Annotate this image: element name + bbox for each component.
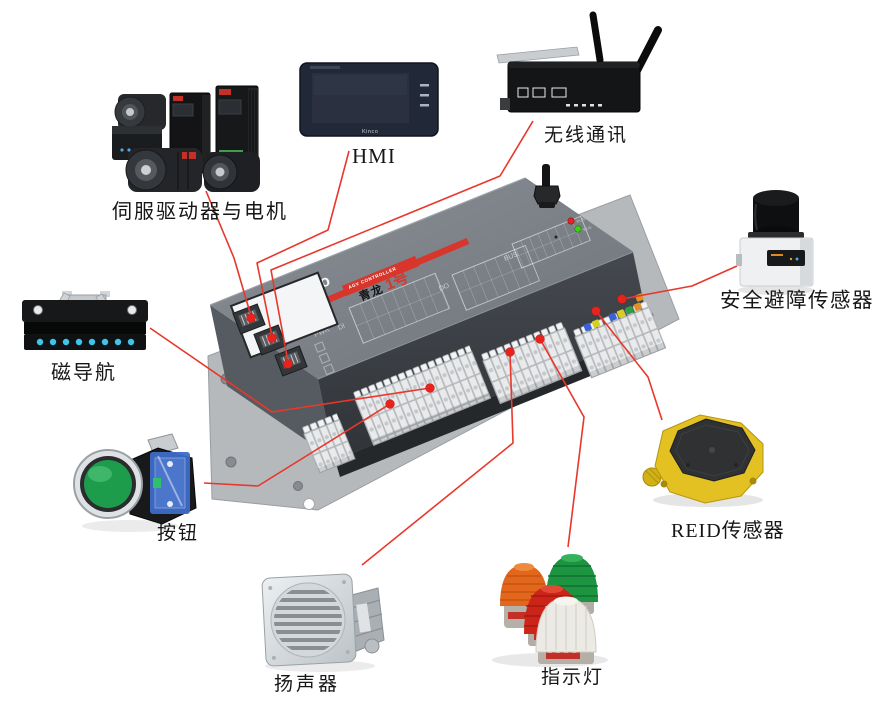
run-led-label: RUN — [576, 216, 586, 224]
line-wireless — [270, 120, 534, 363]
bus-led — [574, 225, 582, 233]
near-edge — [317, 251, 634, 380]
top-edge — [209, 177, 526, 306]
servo-drives-image — [112, 85, 260, 192]
wireless-module-image — [496, 11, 662, 113]
label-lidar: 安全避障传感器 — [720, 289, 874, 312]
do-marking: DO — [438, 282, 451, 293]
base-notch — [303, 498, 315, 510]
label-servo: 伺服驱动器与电机 — [112, 200, 288, 223]
dot-eth2 — [267, 333, 277, 343]
connection-dots — [246, 294, 627, 409]
label-hmi: HMI — [352, 144, 396, 168]
line-magnetic — [149, 327, 431, 413]
line-button — [203, 403, 391, 487]
di-terminal-block — [352, 345, 492, 447]
line-beacon — [539, 338, 585, 548]
di-marking: DI — [337, 323, 346, 332]
line-servo — [205, 190, 252, 317]
label-magnetic: 磁导航 — [51, 361, 117, 384]
push-button-image — [73, 433, 197, 532]
port-label-row — [566, 104, 602, 107]
label-wireless: 无线通讯 — [544, 124, 628, 146]
nav-leds — [36, 338, 135, 346]
mounting-hole — [293, 481, 303, 491]
dot-eth3 — [283, 359, 293, 369]
agv-band — [341, 255, 420, 297]
controller-left-face — [210, 305, 335, 460]
rfid-sensor-image — [642, 414, 764, 507]
run-led — [567, 217, 575, 225]
dot-beacon — [535, 334, 545, 344]
line-lidar — [621, 265, 738, 300]
dot-speaker — [505, 347, 515, 357]
label-rfid: REID传感器 — [671, 519, 785, 542]
dot-button — [385, 399, 395, 409]
lidar-sensor-image — [736, 190, 814, 295]
bus-led-label: BUS — [583, 224, 593, 232]
antenna-connector — [533, 164, 561, 208]
dot-eth1 — [246, 313, 256, 323]
label-speaker: 扬声器 — [274, 673, 340, 695]
speaker-image — [261, 573, 385, 672]
beacon-lights-image — [492, 554, 608, 667]
dot-lidar — [617, 294, 627, 304]
pwr-icons — [314, 341, 335, 376]
speaker-grille — [274, 590, 342, 650]
label-button: 按钮 — [157, 522, 199, 544]
dot-magnetic — [425, 383, 435, 393]
dot-rfid — [591, 306, 601, 316]
line-speaker — [361, 351, 514, 566]
hmi-image: Kinco — [299, 62, 439, 137]
line-hmi — [256, 150, 350, 337]
hmi-brand-text: Kinco — [362, 129, 378, 135]
antenna-1 — [589, 11, 604, 64]
magnetic-nav-image — [22, 291, 148, 350]
label-beacon: 指示灯 — [541, 666, 604, 688]
connection-lines — [149, 120, 738, 566]
pinhole — [554, 235, 558, 239]
controller-image: AGV CONTROLLER Kinco 青龙 1号 PWR DI DO BUS… — [207, 164, 680, 511]
mounting-hole — [225, 456, 237, 468]
line-rfid — [595, 310, 663, 421]
wire-caps — [583, 293, 644, 332]
di-grid — [348, 272, 451, 344]
bus-grid — [511, 215, 591, 269]
